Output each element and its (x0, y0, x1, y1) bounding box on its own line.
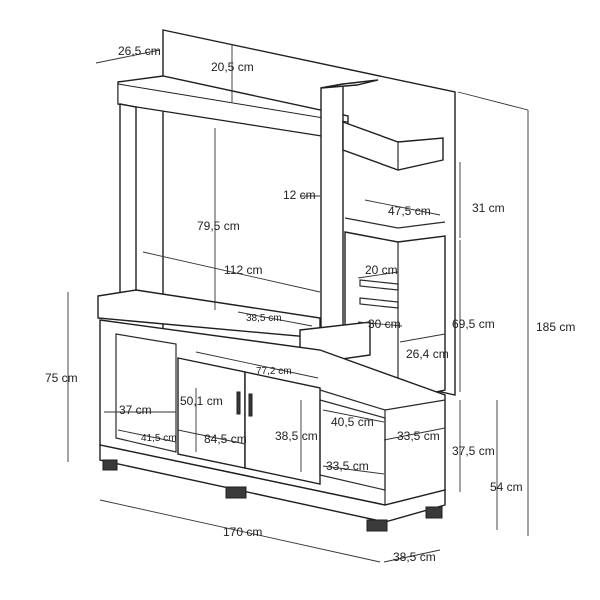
label-base-right-height: 37,5 cm (452, 444, 495, 458)
label-door-depth: 38,5 cm (275, 429, 318, 443)
right-niche (319, 399, 386, 491)
tower-shelf-2 (359, 297, 399, 309)
base-plinth (99, 444, 446, 523)
tower-shelf-1 (359, 279, 399, 291)
left-door-handle (236, 391, 241, 415)
label-top-shelf-depth: 20,5 cm (211, 60, 254, 74)
label-tower-depth: 26,4 cm (406, 347, 449, 361)
left-door (177, 357, 246, 469)
label-floor-height: 54 cm (490, 480, 523, 494)
left-post (119, 103, 137, 297)
foot-4 (425, 506, 443, 519)
right-door (244, 371, 321, 485)
label-right-niche-inner-depth: 33,5 cm (326, 459, 369, 473)
cabinet-top-right (319, 389, 386, 411)
label-desk-width: 77,2 cm (256, 366, 292, 377)
label-tv-width: 112 cm (224, 263, 262, 277)
label-post-width: 12 cm (283, 188, 316, 202)
label-right-niche-width: 40,5 cm (331, 415, 374, 429)
left-niche (115, 333, 177, 453)
label-shelf-gap: 31 cm (472, 201, 505, 215)
label-overall-depth: 38,5 cm (393, 550, 436, 564)
tower-top-right (397, 221, 446, 229)
foot-1 (102, 459, 118, 471)
right-door-handle (248, 393, 253, 417)
foot-2 (225, 486, 247, 499)
label-inner-shelf-width: 20 cm (365, 263, 398, 277)
label-left-niche-depth: 41,5 cm (141, 433, 177, 444)
label-doors-width: 84,5 cm (204, 432, 247, 446)
label-left-niche-width: 37 cm (119, 403, 152, 417)
label-door-height: 50,1 cm (180, 394, 223, 408)
label-top-depth: 26,5 cm (118, 44, 161, 58)
label-overall-width: 170 cm (223, 525, 262, 539)
right-post-top (320, 79, 379, 89)
label-right-niche-side-depth: 33,5 cm (397, 429, 440, 443)
label-base-height: 75 cm (45, 371, 78, 385)
label-inner-shelf-depth: 30 cm (368, 317, 401, 331)
label-shelf-width: 47,5 cm (388, 204, 431, 218)
label-overall-height: 185 cm (536, 320, 575, 334)
label-drawer-depth: 38,5 cm (246, 313, 282, 324)
tower-top (344, 217, 399, 229)
cabinet-top-right-2 (384, 399, 446, 411)
label-tv-height: 79,5 cm (197, 219, 240, 233)
foot-3 (366, 519, 388, 532)
label-tower-height: 69,5 cm (452, 317, 495, 331)
dimension-lines (67, 44, 529, 563)
